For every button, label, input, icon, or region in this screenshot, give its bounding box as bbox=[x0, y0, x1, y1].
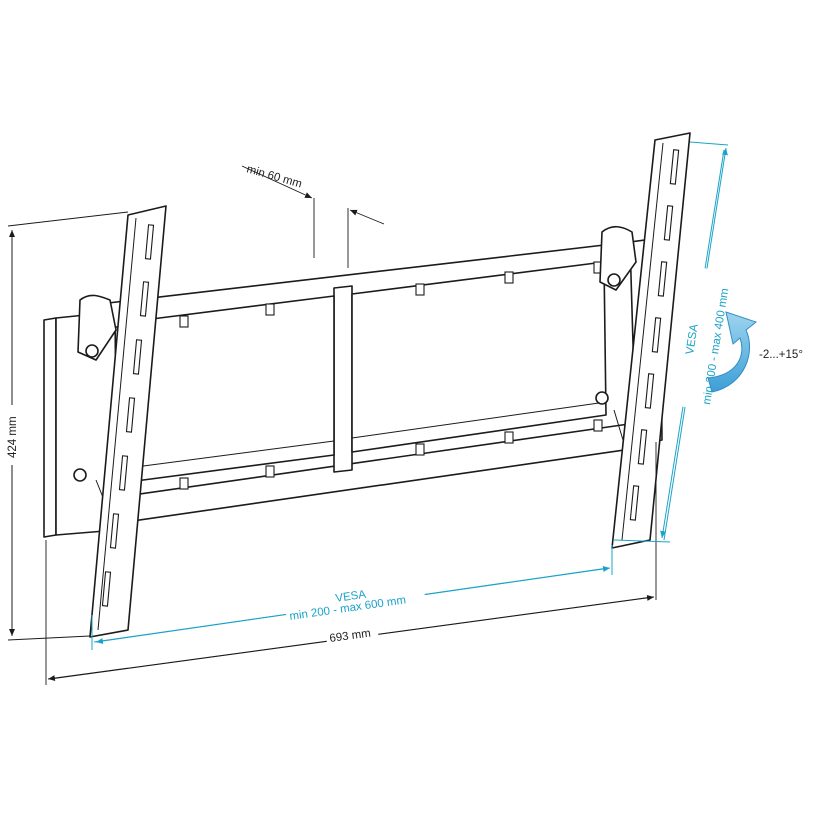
width-label: 693 mm bbox=[329, 628, 372, 645]
left-arm-slots bbox=[101, 224, 155, 607]
width-dimension: 693 mm bbox=[45, 442, 657, 685]
tilt-arrow-icon bbox=[707, 311, 758, 393]
height-dimension: 424 mm bbox=[4, 211, 129, 641]
rail-slots bbox=[179, 261, 603, 490]
left-tilt-hinge bbox=[73, 294, 117, 521]
depth-label: min 60 mm bbox=[245, 163, 303, 190]
vesa-vertical-title: VESA bbox=[684, 323, 701, 356]
right-mounting-arm bbox=[611, 132, 691, 549]
vesa-horizontal-title: VESA bbox=[335, 589, 367, 605]
left-mounting-arm bbox=[89, 205, 167, 638]
tilt-indicator: -2...+15° bbox=[707, 311, 803, 393]
tilt-label: -2...+15° bbox=[759, 349, 803, 361]
height-label: 424 mm bbox=[7, 416, 19, 458]
right-tilt-hinge bbox=[595, 225, 637, 451]
vesa-horizontal-dimension: VESA min 200 - max 600 mm bbox=[91, 545, 613, 650]
right-arm-slots bbox=[629, 149, 680, 521]
depth-dimension: min 60 mm bbox=[241, 163, 385, 268]
